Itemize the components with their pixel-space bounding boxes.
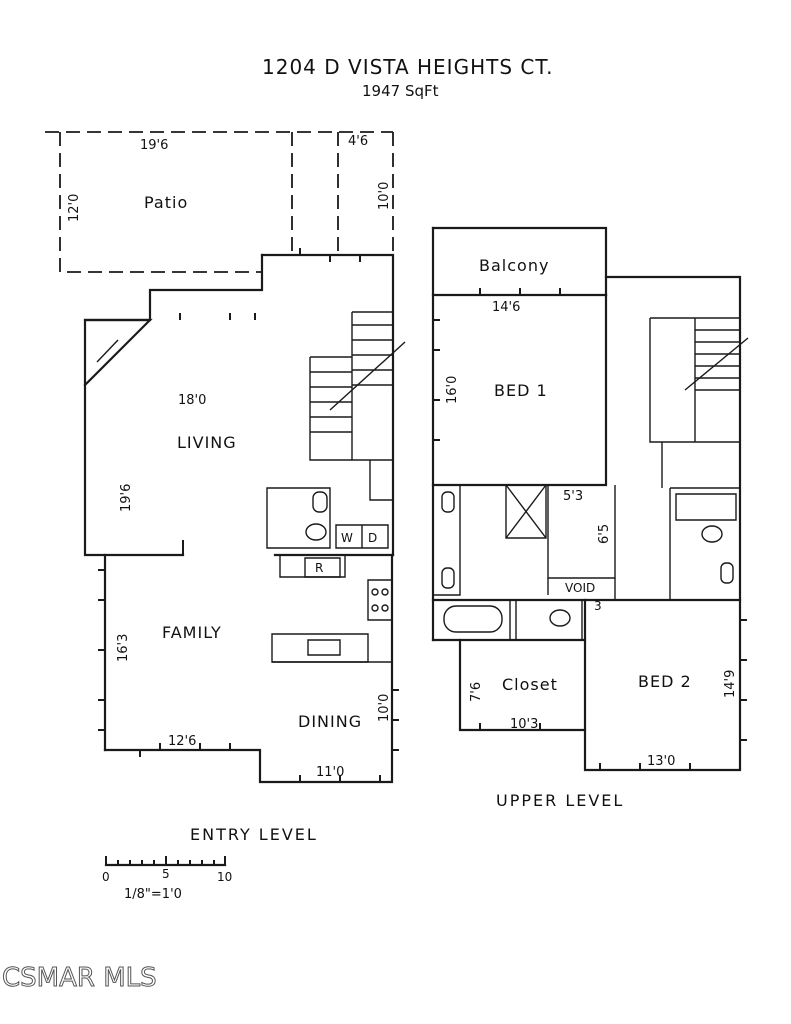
refrigerator-label: R [315,561,323,575]
bath-depth-dim: 6'5 [597,524,612,544]
watermark-logo: CSMAR MLS [2,963,157,993]
bed2-width-dim: 13'0 [647,754,675,769]
upper-level-label: UPPER LEVEL [496,791,624,810]
powder-room-fixtures [305,491,328,541]
bed1-depth-dim: 16'0 [445,376,460,404]
entry-dimension-ticks [98,248,399,782]
side-depth-dim: 10'0 [377,182,392,210]
patio-depth-dim: 12'0 [67,194,82,222]
bed2-depth-dim: 14'9 [723,670,738,698]
void-label: VOID [565,581,595,595]
scale-bar: 0 5 10 1/8"=1'0 [102,856,232,902]
bed2-label: BED 2 [638,672,692,691]
closet-width-dim: 10'3 [510,717,538,732]
plan-title: 1204 D VISTA HEIGHTS CT. [262,55,554,79]
closet-label: Closet [502,675,558,694]
living-depth-dim: 19'6 [119,484,134,512]
family-width-dim: 12'6 [168,734,196,749]
bed1-label: BED 1 [494,381,548,400]
dining-width-dim: 11'0 [316,765,344,780]
dining-depth-dim: 10'0 [377,694,392,722]
upper-level-plan: Balcony BED 1 Closet BED 2 VOID 14'6 16'… [431,226,749,810]
entry-level-label: ENTRY LEVEL [190,825,318,844]
cooktop-icon [371,588,389,612]
family-depth-dim: 16'3 [116,634,131,662]
bath-width-dim: 5'3 [563,489,583,504]
entry-level-plan: W D R Patio LIVING FAMILY DINING 19'6 4'… [45,131,406,844]
bed1-width-dim: 14'6 [492,300,520,315]
balcony-label: Balcony [479,256,549,275]
side-width-dim: 4'6 [348,134,368,149]
patio-label: Patio [144,193,188,212]
scale-tick-5: 5 [162,867,170,881]
bath2-number: 3 [594,599,602,613]
patio-area [45,131,394,273]
closet-depth-dim: 7'6 [469,682,484,702]
scale-tick-0: 0 [102,870,110,884]
plan-area: 1947 SqFt [362,82,439,100]
patio-width-dim: 19'6 [140,138,168,153]
entry-walls [83,253,406,784]
bath-fixtures [441,491,734,627]
scale-ratio: 1/8"=1'0 [124,887,182,902]
living-label: LIVING [177,433,237,452]
dryer-label: D [368,531,377,545]
family-label: FAMILY [162,623,222,642]
washer-label: W [341,531,353,545]
dining-label: DINING [298,712,362,731]
living-width-dim: 18'0 [178,393,206,408]
upper-dimension-ticks [433,288,747,770]
scale-tick-10: 10 [217,870,232,884]
